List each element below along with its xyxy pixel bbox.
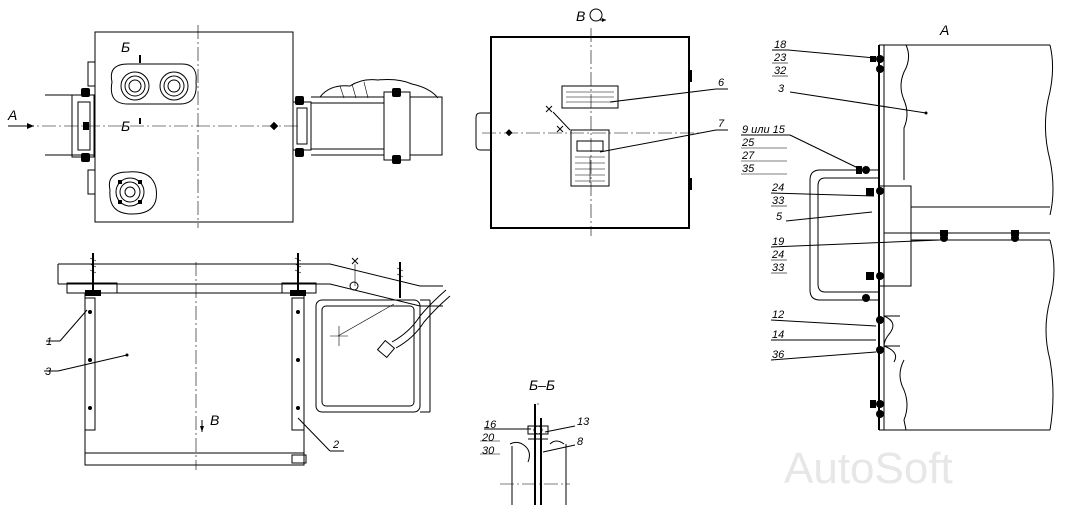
callout-8: 8 bbox=[577, 436, 584, 448]
view-v-title: В bbox=[576, 8, 585, 24]
callout-12: 12 bbox=[772, 309, 784, 321]
callout-18: 18 bbox=[774, 39, 787, 51]
callout-23: 23 bbox=[773, 52, 787, 64]
callout-3-front: 3 bbox=[45, 366, 52, 378]
callout-27: 27 bbox=[741, 150, 755, 162]
callout-1: 1 bbox=[46, 336, 52, 348]
view-v-arrow-label: В bbox=[210, 412, 219, 428]
callout-19: 19 bbox=[772, 236, 784, 248]
section-b-label-top: Б bbox=[121, 39, 130, 55]
callout-14: 14 bbox=[772, 329, 784, 341]
view-a bbox=[741, 44, 1055, 431]
callout-2: 2 bbox=[332, 439, 339, 451]
callout-35: 35 bbox=[742, 163, 755, 175]
callout-7: 7 bbox=[718, 118, 725, 130]
callout-33b: 33 bbox=[772, 262, 785, 274]
front-view bbox=[44, 253, 451, 470]
section-b-label-bottom: Б bbox=[121, 118, 130, 134]
callout-6: 6 bbox=[718, 77, 725, 89]
section-bb-title: Б–Б bbox=[529, 377, 555, 393]
arrow-a-label: A bbox=[7, 107, 17, 123]
callout-24b: 24 bbox=[771, 249, 784, 261]
watermark: AutoSoft bbox=[784, 444, 953, 493]
callout-16: 16 bbox=[484, 419, 497, 431]
callout-3: 3 bbox=[778, 83, 785, 95]
callout-5: 5 bbox=[776, 211, 783, 223]
callout-30: 30 bbox=[482, 445, 495, 457]
callout-20: 20 bbox=[481, 432, 495, 444]
view-a-title: А bbox=[939, 22, 949, 38]
callout-9-or-15: 9 или 15 bbox=[742, 124, 786, 136]
callout-32: 32 bbox=[774, 65, 786, 77]
callout-13: 13 bbox=[577, 416, 590, 428]
callout-25: 25 bbox=[741, 137, 755, 149]
view-v bbox=[475, 8, 728, 236]
callout-24a: 24 bbox=[771, 182, 784, 194]
section-bb bbox=[480, 403, 576, 505]
callout-33a: 33 bbox=[772, 195, 785, 207]
callout-36: 36 bbox=[772, 349, 785, 361]
plan-view bbox=[8, 25, 443, 228]
